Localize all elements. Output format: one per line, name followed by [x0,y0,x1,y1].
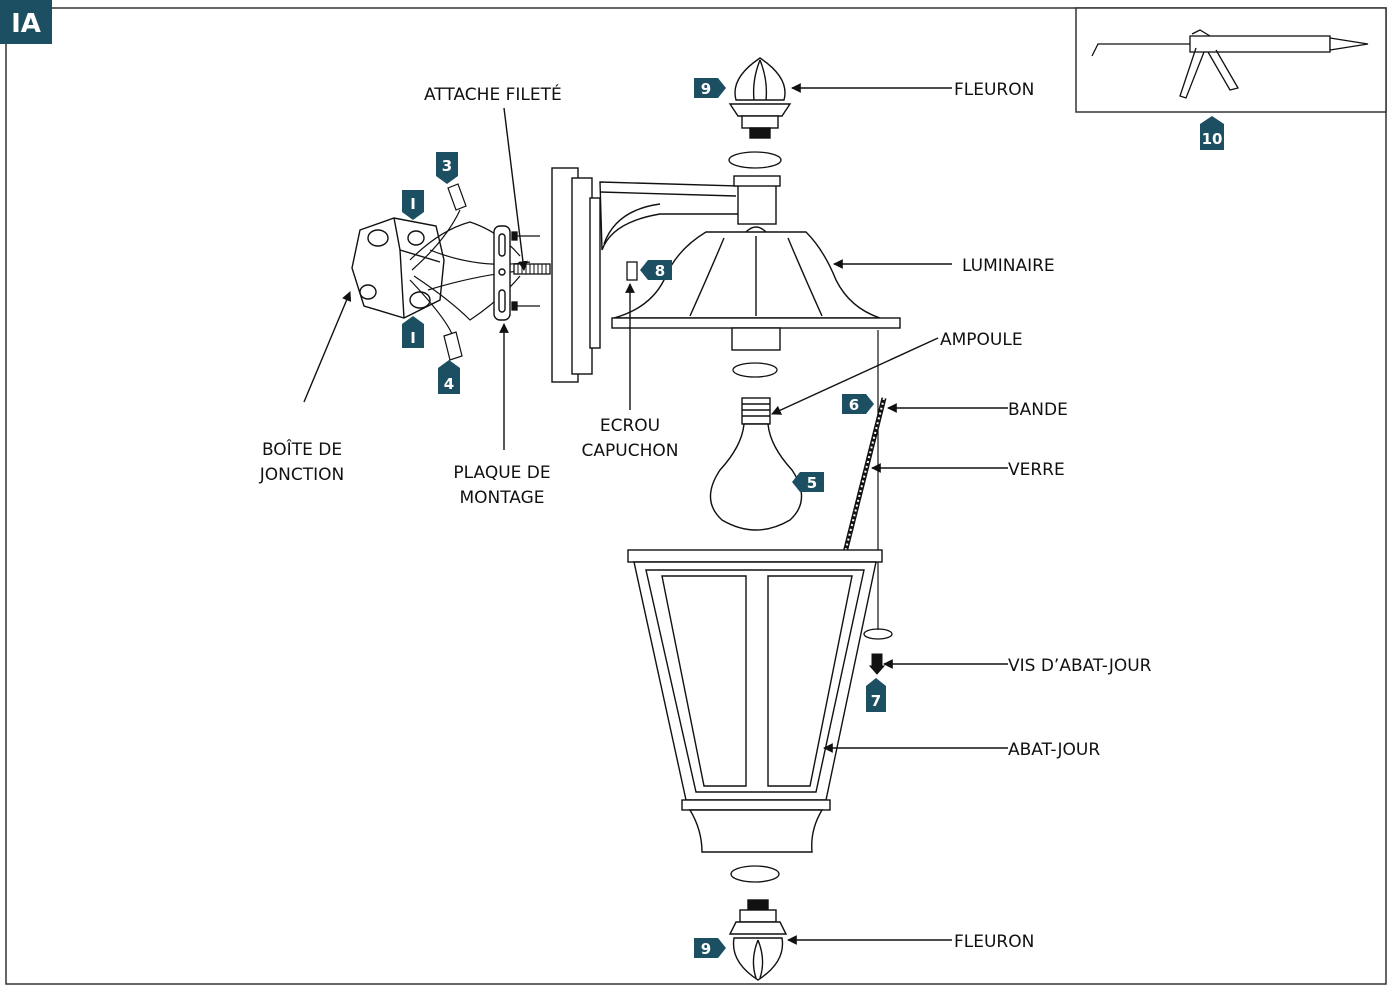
tag-9-top: 9 [694,78,726,98]
tag-6: 6 [842,394,874,414]
label-ecrou-line1: ECROU [600,416,660,436]
svg-text:9: 9 [701,940,711,958]
svg-text:5: 5 [807,474,817,492]
tag-1-bottom: I [402,316,424,348]
label-boite-line2: JONCTION [259,465,344,485]
svg-text:I: I [410,329,416,347]
label-bande: BANDE [1008,400,1068,420]
figure-id: IA [11,9,41,39]
luminaire-body [611,226,901,351]
svg-text:8: 8 [655,262,665,280]
tag-5: 5 [792,472,824,492]
svg-text:7: 7 [871,692,881,710]
tag-7: 7 [866,678,886,712]
svg-text:3: 3 [442,157,452,175]
label-vis-abat-jour: VIS D’ABAT-JOUR [1008,656,1152,676]
label-fleuron-bottom: FLEURON [954,932,1034,952]
cap-nut [626,261,638,281]
label-attache-filete: ATTACHE FILETÉ [424,83,562,105]
tag-10: 10 [1200,116,1224,150]
tag-9-bottom: 9 [694,938,726,958]
label-capuchon-line2: CAPUCHON [582,441,679,461]
bulb [709,397,803,531]
label-ampoule: AMPOULE [940,330,1023,350]
svg-text:9: 9 [701,80,711,98]
threaded-rod [513,263,551,275]
wire-connector-4 [443,331,463,361]
svg-text:6: 6 [849,396,859,414]
finial-top [728,57,792,139]
wire-connector-3 [447,183,467,211]
label-luminaire: LUMINAIRE [962,256,1055,276]
label-abat-jour: ABAT-JOUR [1008,740,1100,760]
shade-screw [868,653,886,675]
finial-bottom [728,899,788,981]
svg-text:I: I [410,195,416,213]
caulking-gun-inset [1075,7,1387,113]
lantern-shade [627,549,883,853]
label-plaque-line1: PLAQUE DE [453,463,550,483]
tag-4: 4 [438,360,460,394]
label-boite-line1: BOÎTE DE [262,438,342,460]
tag-3: 3 [436,152,458,184]
label-fleuron-top: FLEURON [954,80,1034,100]
svg-text:4: 4 [444,375,454,393]
mounting-plate [493,225,511,321]
wall-bracket [551,167,781,383]
svg-text:10: 10 [1202,130,1223,148]
label-verre: VERRE [1008,460,1065,480]
label-plaque-line2: MONTAGE [459,488,544,508]
tag-8: 8 [640,260,672,280]
figure-badge: IA [0,0,52,44]
diagram-frame [5,7,1387,985]
leader-lines [303,83,1008,945]
tag-1-top: I [402,190,424,220]
